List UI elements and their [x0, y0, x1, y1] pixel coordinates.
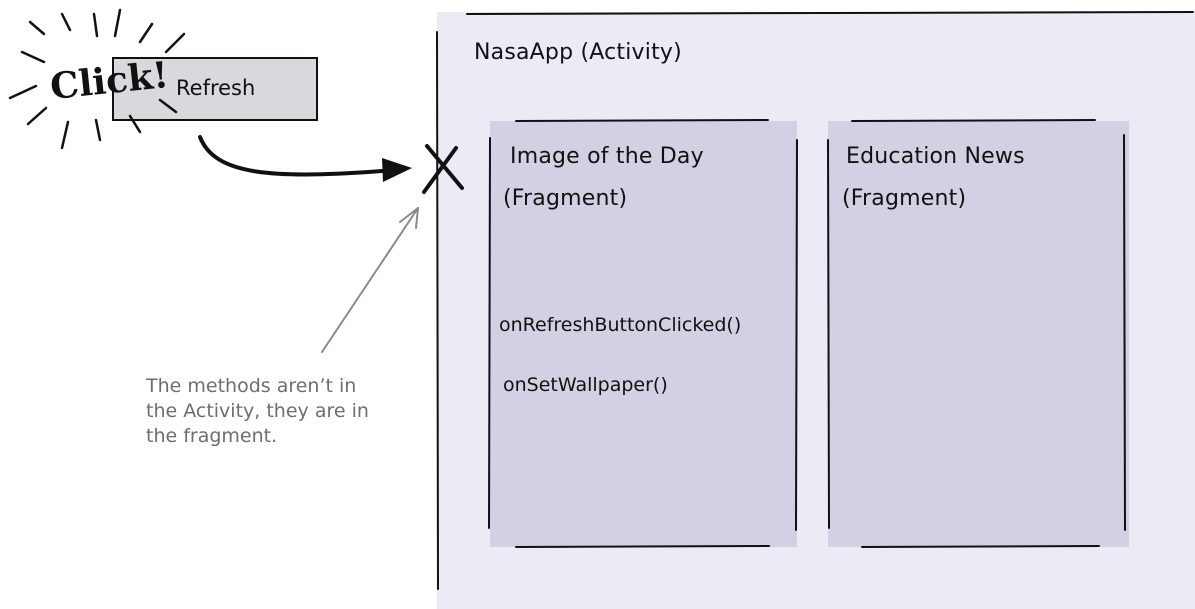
activity-top-edge — [466, 11, 1194, 15]
pointer-arrow-icon — [321, 207, 419, 353]
activity-title: NasaApp (Activity) — [474, 40, 682, 65]
arrow-head-icon — [382, 158, 412, 182]
cross-icon — [422, 144, 464, 194]
refresh-button[interactable]: Refresh — [112, 57, 318, 121]
refresh-button-label: Refresh — [176, 76, 256, 100]
fragment-image-title: Image of the Day — [510, 144, 704, 169]
fragment-image-right-edge — [795, 139, 798, 531]
fragment-news-title: Education News — [846, 144, 1025, 169]
fragment-image-left-edge — [488, 137, 491, 529]
fragment-news-subtitle: (Fragment) — [842, 186, 967, 211]
fragment-image-bottom-edge — [515, 545, 770, 548]
annotation-note: The methods aren’t in the Activity, they… — [146, 375, 369, 447]
fragment-news-right-edge — [1123, 134, 1126, 531]
fragment-image-top-edge — [515, 119, 769, 122]
activity-left-edge — [436, 31, 439, 590]
fragment-image-of-the-day — [490, 121, 797, 547]
fragment-education-news — [828, 121, 1129, 547]
arrow-icon — [198, 135, 397, 177]
method-on-set-wallpaper: onSetWallpaper() — [503, 374, 668, 396]
fragment-image-subtitle: (Fragment) — [503, 186, 628, 211]
fragment-news-bottom-edge — [861, 545, 1100, 548]
fragment-news-top-edge — [851, 119, 1096, 122]
method-on-refresh-button-clicked: onRefreshButtonClicked() — [499, 314, 742, 336]
burst-lines-icon — [8, 8, 186, 150]
fragment-news-left-edge — [827, 139, 830, 529]
